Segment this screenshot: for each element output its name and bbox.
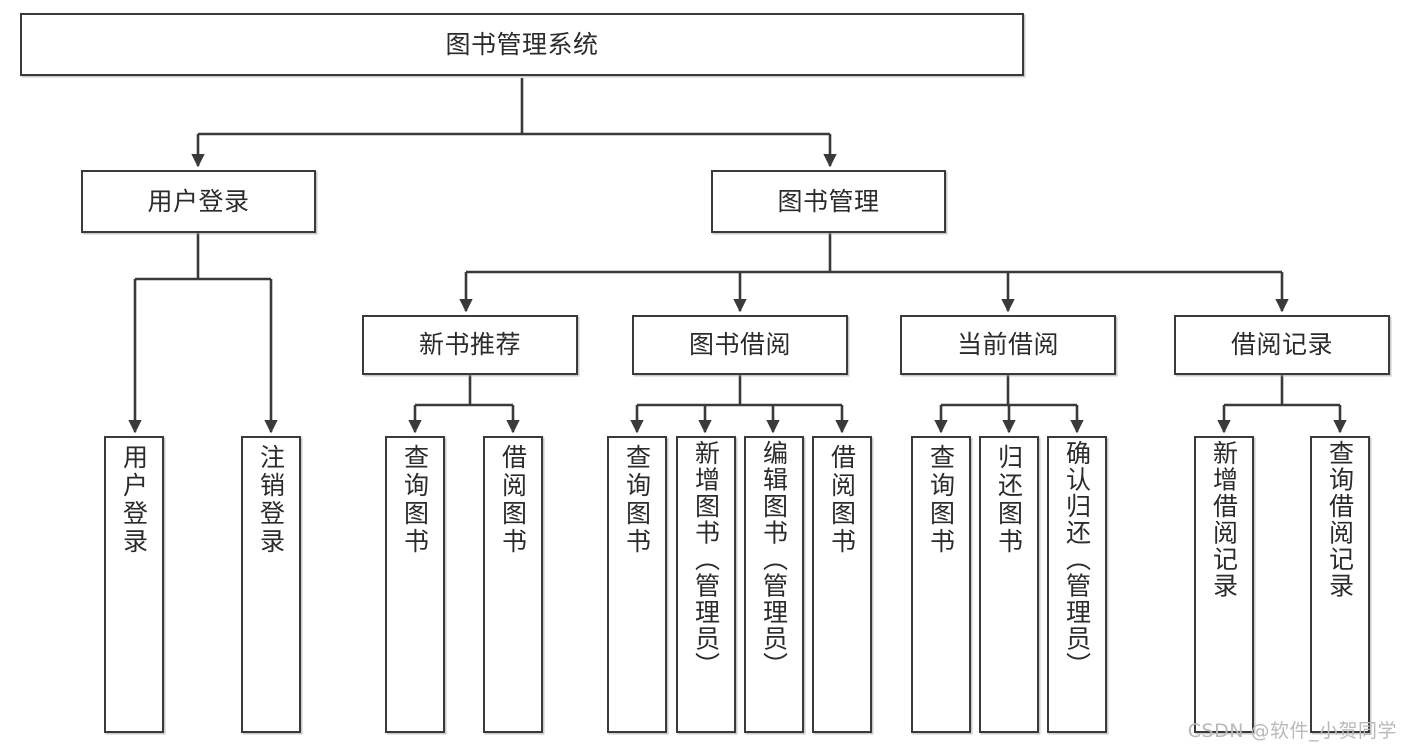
leaf-user-login[interactable]: 用户登录 xyxy=(104,436,164,733)
csdn-watermark: CSDN @软件_小贺同学 xyxy=(1187,720,1397,742)
leaf-query-book-current[interactable]: 查询图书 xyxy=(911,436,971,733)
node-book-borrowing[interactable]: 图书借阅 xyxy=(632,315,848,375)
node-label: 借阅图书 xyxy=(498,444,528,556)
leaf-edit-book-admin[interactable]: 编辑图书（管理员） xyxy=(744,436,804,733)
node-label: 用户登录 xyxy=(119,444,149,556)
node-label: 查询图书 xyxy=(926,444,956,556)
leaf-add-borrowing-record[interactable]: 新增借阅记录 xyxy=(1194,436,1254,733)
node-current-borrowing[interactable]: 当前借阅 xyxy=(900,315,1116,375)
node-label: 查询图书 xyxy=(400,444,430,556)
leaf-query-borrowing-record[interactable]: 查询借阅记录 xyxy=(1310,436,1370,733)
node-label: 新增图书（管理员） xyxy=(691,440,721,679)
node-label: 新增借阅记录 xyxy=(1209,440,1239,599)
leaf-query-book-borrowing[interactable]: 查询图书 xyxy=(607,436,667,733)
leaf-logout[interactable]: 注销登录 xyxy=(241,436,301,733)
node-root-book-management-system[interactable]: 图书管理系统 xyxy=(20,13,1024,76)
node-label: 查询借阅记录 xyxy=(1325,440,1355,599)
node-label: 确认归还（管理员） xyxy=(1062,440,1092,679)
node-label: 归还图书 xyxy=(994,444,1024,556)
node-label: 当前借阅 xyxy=(956,330,1059,360)
node-label: 编辑图书（管理员） xyxy=(759,440,789,679)
node-borrowing-records[interactable]: 借阅记录 xyxy=(1174,315,1390,375)
node-label: 图书借阅 xyxy=(688,330,791,360)
leaf-add-book-admin[interactable]: 新增图书（管理员） xyxy=(676,436,736,733)
leaf-borrow-book-recommendation[interactable]: 借阅图书 xyxy=(483,436,543,733)
node-label: 查询图书 xyxy=(622,444,652,556)
leaf-return-book[interactable]: 归还图书 xyxy=(979,436,1039,733)
node-label: 借阅记录 xyxy=(1230,330,1333,360)
node-label: 新书推荐 xyxy=(418,330,521,360)
node-user-login[interactable]: 用户登录 xyxy=(81,170,316,233)
leaf-confirm-return-admin[interactable]: 确认归还（管理员） xyxy=(1047,436,1107,733)
leaf-query-book-recommendation[interactable]: 查询图书 xyxy=(385,436,445,733)
node-label: 注销登录 xyxy=(256,444,286,556)
node-book-management[interactable]: 图书管理 xyxy=(711,170,946,233)
node-label: 图书管理系统 xyxy=(445,29,599,59)
node-new-book-recommendation[interactable]: 新书推荐 xyxy=(362,315,578,375)
leaf-borrow-book-borrowing[interactable]: 借阅图书 xyxy=(812,436,872,733)
node-label: 借阅图书 xyxy=(827,444,857,556)
node-label: 图书管理 xyxy=(777,186,880,216)
node-label: 用户登录 xyxy=(147,186,250,216)
